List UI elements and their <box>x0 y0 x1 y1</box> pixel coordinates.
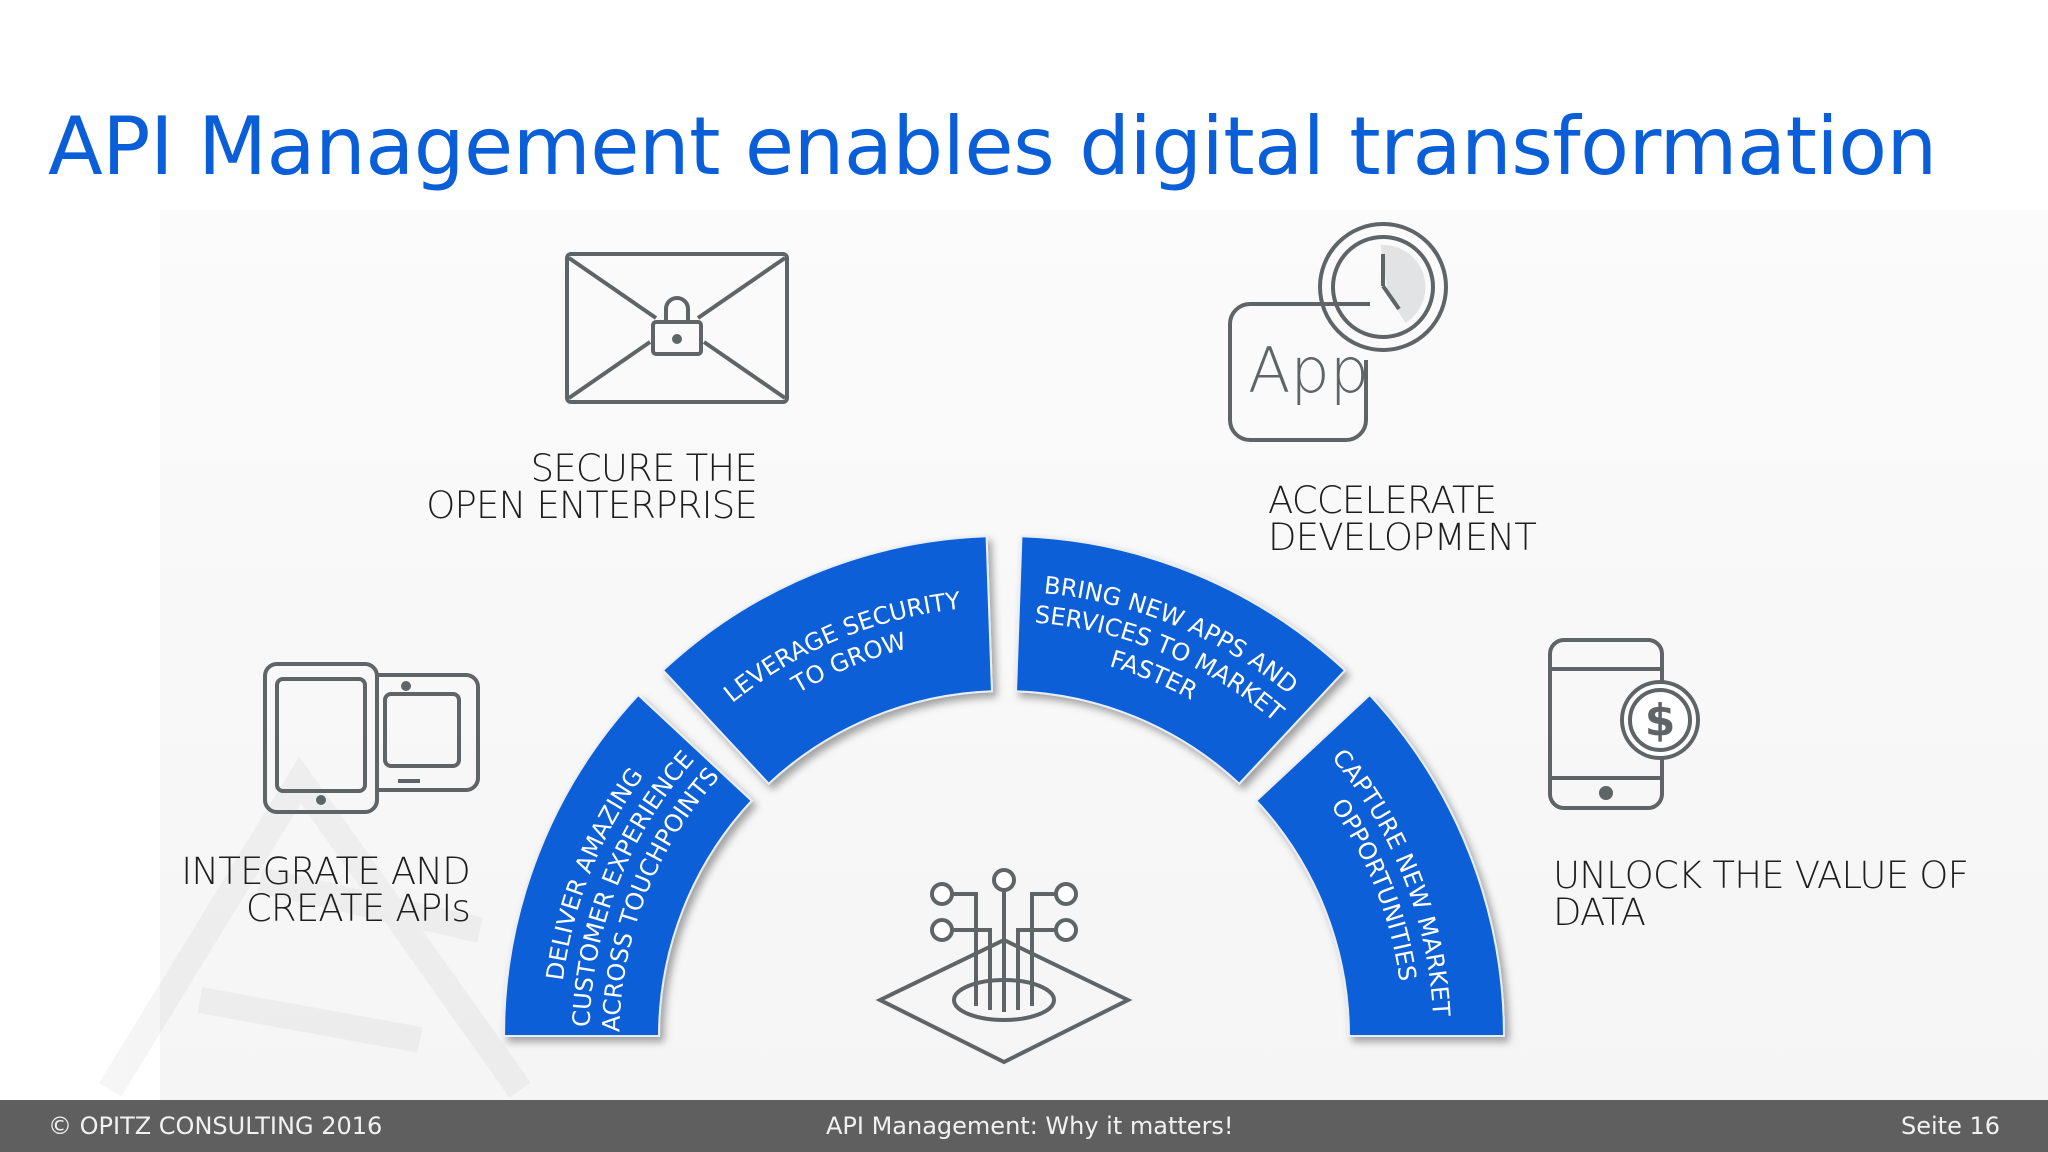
label-line: INTEGRATE AND <box>181 850 471 893</box>
label-integrate-create-apis: INTEGRATE AND CREATE APIs <box>120 850 471 930</box>
slide-title: API Management enables digital transform… <box>48 100 1937 193</box>
label-line: UNLOCK THE VALUE OF <box>1553 854 1969 897</box>
label-accelerate-development: ACCELERATE DEVELOPMENT <box>1268 479 1537 559</box>
app-clock-icon <box>1228 222 1448 442</box>
api-hub-icon <box>875 868 1133 1065</box>
label-line: ACCELERATE <box>1268 479 1497 522</box>
label-unlock-value-of-data: UNLOCK THE VALUE OF DATA <box>1553 854 1969 934</box>
footer-topic: API Management: Why it matters! <box>826 1112 1234 1140</box>
arc-segment <box>661 535 993 786</box>
arc-segments <box>502 535 1506 1037</box>
label-secure-open-enterprise: SECURE THE OPEN ENTERPRISE <box>330 447 758 527</box>
app-badge-text: App <box>1248 334 1369 407</box>
footer-copyright: © OPITZ CONSULTING 2016 <box>48 1112 383 1140</box>
watermark-graphic <box>98 756 531 1098</box>
arc-segment <box>502 693 754 1037</box>
arc-segment <box>1015 535 1347 786</box>
footer-bar: © OPITZ CONSULTING 2016 API Management: … <box>0 1100 2048 1152</box>
label-line: DATA <box>1553 891 1646 934</box>
devices-icon <box>263 662 480 814</box>
phone-dollar-icon <box>1548 638 1700 810</box>
label-line: OPEN ENTERPRISE <box>426 484 758 527</box>
label-line: DEVELOPMENT <box>1268 516 1537 559</box>
label-line: CREATE APIs <box>245 887 471 930</box>
dollar-symbol: $ <box>1645 695 1676 746</box>
arc-segment <box>1254 693 1506 1037</box>
footer-page-number: Seite 16 <box>1900 1112 2000 1140</box>
label-line: SECURE THE <box>530 447 758 490</box>
envelope-lock-icon <box>565 252 789 404</box>
